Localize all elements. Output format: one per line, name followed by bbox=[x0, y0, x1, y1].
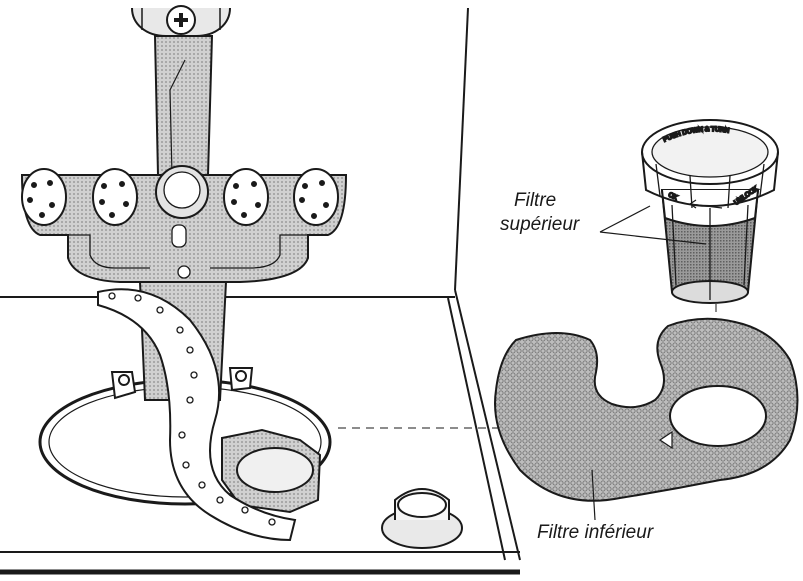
spray-knob bbox=[382, 489, 462, 548]
nozzle-2 bbox=[93, 169, 137, 225]
upper-filter-leader-1 bbox=[600, 206, 650, 232]
upper-filter-label-line1: Filtre bbox=[514, 190, 556, 212]
right-wall-line bbox=[455, 8, 468, 290]
nozzle-1 bbox=[22, 169, 66, 225]
upper-filter-label-line2: supérieur bbox=[500, 214, 579, 236]
supply-tube bbox=[155, 36, 212, 175]
spray-arm-manifold bbox=[22, 166, 346, 282]
center-hub bbox=[156, 166, 208, 218]
upper-filter: PUSH DOWN & TURN UNLOCK CK bbox=[642, 120, 778, 303]
nozzle-3 bbox=[224, 169, 268, 225]
upper-spray-bracket bbox=[132, 6, 230, 36]
lower-filter bbox=[495, 319, 798, 501]
nozzle-4 bbox=[294, 169, 338, 225]
lower-filter-label: Filtre inférieur bbox=[537, 522, 653, 544]
